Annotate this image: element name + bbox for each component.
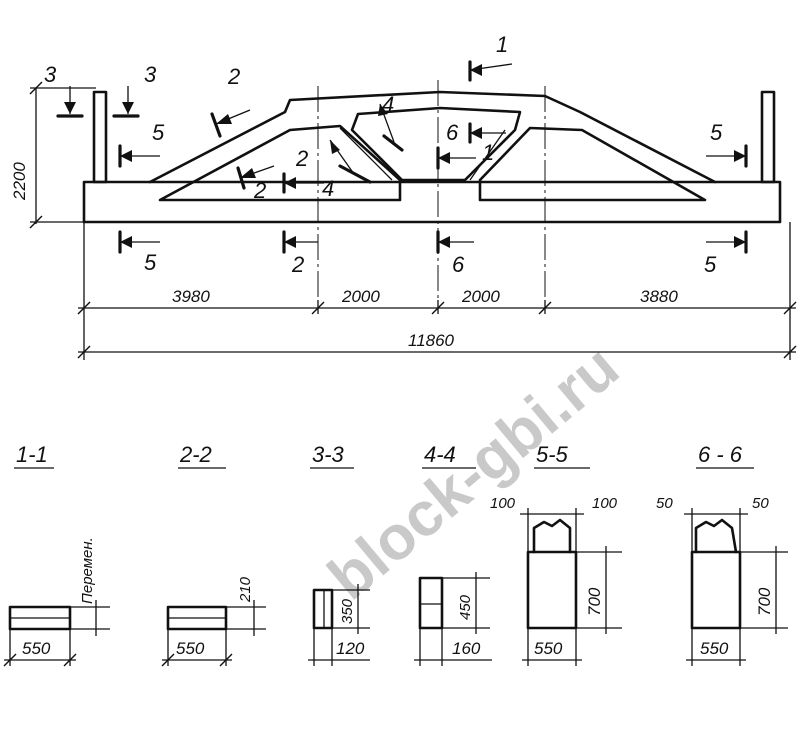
svg-text:120: 120 [336,639,365,658]
svg-text:50: 50 [656,495,673,512]
cut-marker-5-right-bottom: 5 [704,230,748,277]
svg-text:450: 450 [457,594,474,620]
cut-marker-3-right: 3 [112,62,157,118]
cut-marker-5-left-bottom: 5 [118,230,160,275]
svg-text:550: 550 [700,639,729,658]
svg-text:100: 100 [592,495,618,512]
svg-text:5: 5 [152,120,165,145]
svg-text:2-2: 2-2 [179,442,212,467]
right-opening [478,126,707,202]
center-opening [350,106,522,182]
cut-marker-3-left: 3 [44,62,84,118]
svg-text:3: 3 [44,62,57,87]
base-beam [82,180,782,224]
svg-text:4: 4 [382,92,394,117]
svg-text:700: 700 [585,587,604,616]
svg-text:2: 2 [227,64,240,89]
section-4-4: 4-4 450 160 [414,442,492,666]
cut-marker-2-mid: 2 [236,165,275,203]
svg-text:2: 2 [291,252,304,277]
svg-text:50: 50 [752,495,769,512]
svg-text:2: 2 [253,178,266,203]
section-2-2: 2-2 210 550 [161,442,266,667]
dim-2000-a: 2000 [341,287,380,306]
upper-chord [148,90,717,184]
section-1-1: 1-1 Перемен. 550 [3,442,110,667]
svg-text:5: 5 [710,120,723,145]
cut-marker-5-left-top: 5 [118,120,165,168]
right-post [760,90,776,184]
svg-text:6 - 6: 6 - 6 [698,442,743,467]
svg-text:1: 1 [482,140,494,165]
cut-marker-1-top: 1 [468,32,513,82]
svg-text:2: 2 [295,146,308,171]
svg-text:550: 550 [534,639,563,658]
svg-text:5: 5 [704,252,717,277]
dim-total: 11860 [408,331,455,350]
left-post [92,90,108,184]
cut-marker-2-bottom: 2 [282,230,318,277]
strut-left [339,127,393,181]
cut-marker-4-mid: 4 [322,139,372,201]
elevation-view: 2200 3980 2000 2000 3880 11860 1 [10,32,797,360]
dim-2000-b: 2000 [461,287,500,306]
height-label: 2200 [10,162,29,201]
cut-marker-5-right-top: 5 [706,120,748,168]
svg-text:3: 3 [144,62,157,87]
svg-text:Перемен.: Перемен. [79,537,96,604]
section-5-5: 5-5 100 100 700 550 [490,442,622,666]
svg-text:100: 100 [490,495,516,512]
watermark: block-gbi.ru [316,332,632,613]
cut-marker-4-top: 4 [378,92,404,152]
dim-3880: 3880 [640,287,678,306]
svg-text:1-1: 1-1 [16,442,48,467]
svg-text:1: 1 [496,32,508,57]
section-3-3: 3-3 350 120 [308,442,370,666]
svg-text:210: 210 [237,576,254,603]
svg-text:5: 5 [144,250,157,275]
cut-marker-6-bottom: 6 [436,230,474,277]
svg-text:4: 4 [322,176,334,201]
svg-text:550: 550 [22,639,51,658]
svg-text:5-5: 5-5 [536,442,569,467]
cut-marker-1-mid: 1 [436,140,494,170]
svg-text:6: 6 [446,120,459,145]
strut-right [469,129,506,181]
dim-3980: 3980 [172,287,210,306]
svg-text:350: 350 [339,598,356,624]
left-opening [158,124,402,202]
cut-marker-6-top: 6 [446,120,506,145]
cut-marker-2-top: 2 [210,64,251,138]
svg-text:4-4: 4-4 [424,442,456,467]
svg-text:3-3: 3-3 [312,442,345,467]
section-6-6: 6 - 6 50 50 700 550 [656,442,788,666]
svg-text:160: 160 [452,639,481,658]
cut-marker-2-center: 2 [282,146,324,194]
svg-text:6: 6 [452,252,465,277]
svg-text:700: 700 [755,587,774,616]
svg-text:550: 550 [176,639,205,658]
